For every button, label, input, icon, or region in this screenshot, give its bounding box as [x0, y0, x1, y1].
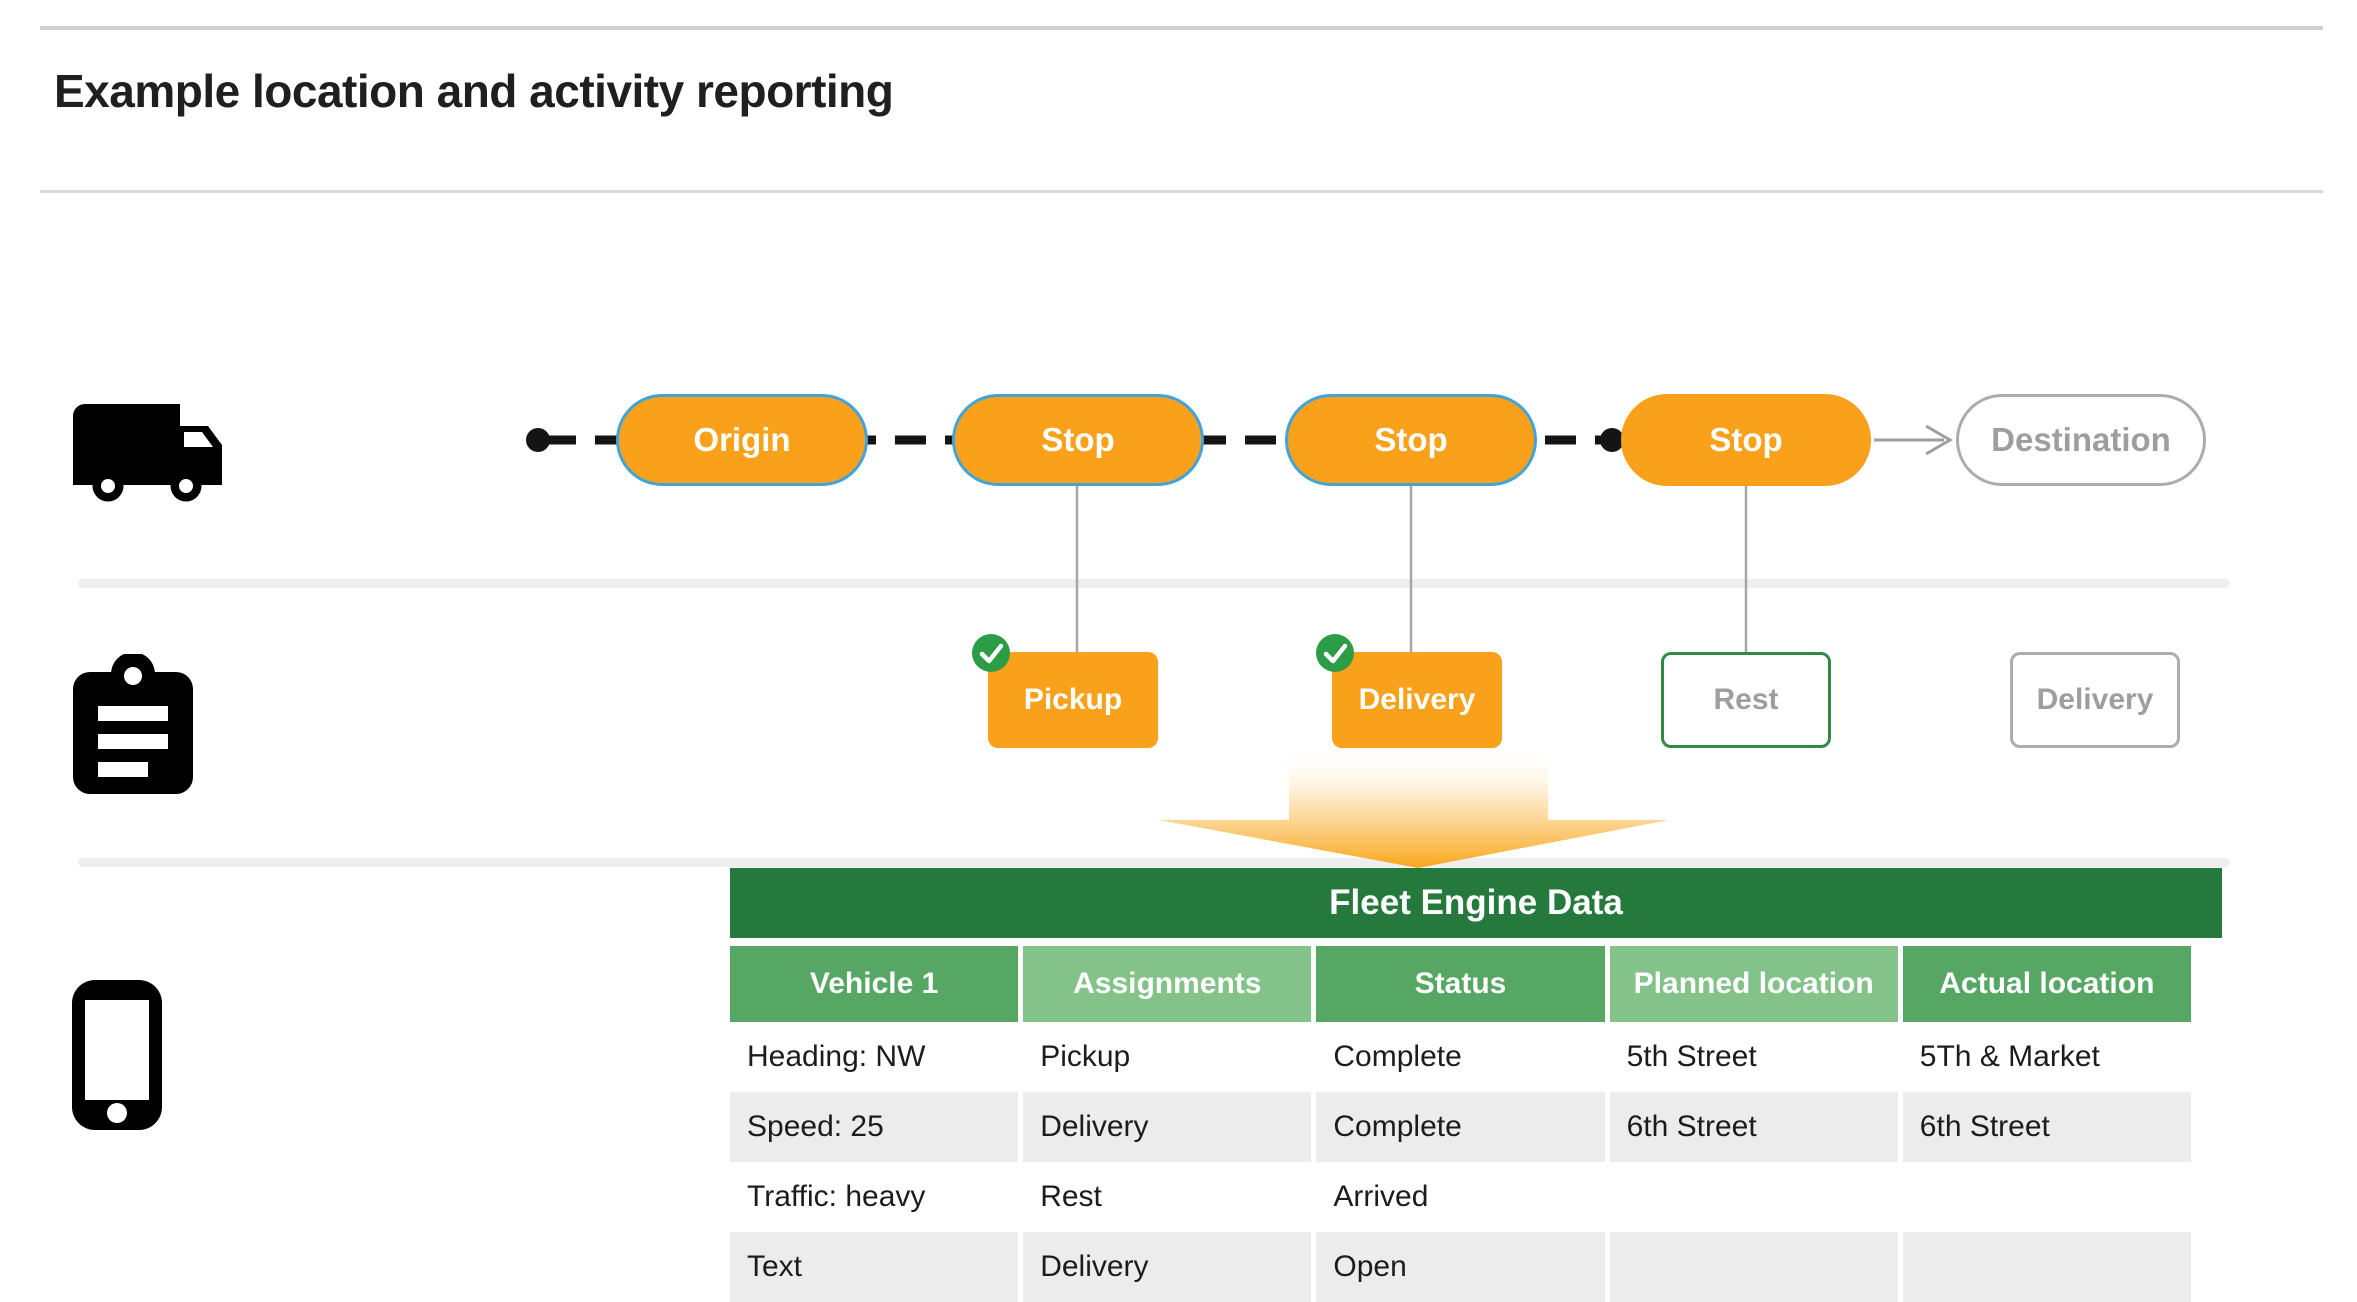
- section-divider-route-activity: [78, 579, 2230, 588]
- page-title: Example location and activity reporting: [54, 65, 894, 117]
- route-stop-label: Origin: [693, 421, 791, 458]
- route-stop-pill-origin: Origin: [616, 394, 868, 486]
- route-stop-label: Stop: [1041, 421, 1115, 458]
- clipboard-icon: [73, 654, 193, 794]
- cell: 6th Street: [1609, 1092, 1898, 1162]
- cell: Complete: [1316, 1022, 1605, 1092]
- table-row: Traffic: heavy Rest Arrived: [730, 1162, 2191, 1232]
- top-divider: [40, 26, 2323, 30]
- column-header-actual-location: Actual location: [1902, 946, 2191, 1022]
- route-stop-label: Destination: [1991, 421, 2171, 458]
- route-start-dot: [526, 428, 550, 452]
- destination-arrowhead: [1925, 424, 1953, 456]
- route-stop-pill-destination: Destination: [1956, 394, 2206, 486]
- route-stop-label: Stop: [1374, 421, 1448, 458]
- activity-label: Delivery: [1358, 683, 1476, 716]
- cell: Complete: [1316, 1092, 1605, 1162]
- section-divider-activity-table: [78, 858, 2230, 867]
- cell: Heading: NW: [730, 1022, 1019, 1092]
- column-header-planned-location: Planned location: [1609, 946, 1898, 1022]
- cell: [1609, 1162, 1898, 1232]
- cell: [1902, 1162, 2191, 1232]
- truck-icon: [73, 404, 222, 502]
- activity-label: Pickup: [1023, 683, 1123, 716]
- cell: 5th Street: [1609, 1022, 1898, 1092]
- activity-box-pickup: Pickup: [972, 634, 1158, 748]
- activity-box-rest: Rest: [1661, 652, 1831, 748]
- cell: Rest: [1023, 1162, 1312, 1232]
- cell: Text: [730, 1232, 1019, 1302]
- column-header-status: Status: [1316, 946, 1605, 1022]
- cell: 5Th & Market: [1902, 1022, 2191, 1092]
- activity-box-delivery-planned: Delivery: [2010, 652, 2180, 748]
- route-progress-dot: [1600, 428, 1624, 452]
- cell: Speed: 25: [730, 1092, 1019, 1162]
- check-icon: [1316, 634, 1354, 672]
- route-stop-pill-1: Stop: [952, 394, 1204, 486]
- title-divider: [40, 190, 2323, 193]
- cell: Open: [1316, 1232, 1605, 1302]
- activity-box-delivery: Delivery: [1316, 634, 1502, 748]
- activity-label: Rest: [1713, 683, 1779, 716]
- table-row: Heading: NW Pickup Complete 5th Street 5…: [730, 1022, 2191, 1092]
- cell: Pickup: [1023, 1022, 1312, 1092]
- phone-icon: [72, 980, 162, 1130]
- column-header-vehicle: Vehicle 1: [730, 946, 1019, 1022]
- activity-label: Delivery: [2036, 683, 2154, 716]
- route-stop-pill-3: Stop: [1621, 394, 1871, 486]
- cell: Delivery: [1023, 1232, 1312, 1302]
- table-row: Text Delivery Open: [730, 1232, 2191, 1302]
- cell: [1902, 1232, 2191, 1302]
- table-title-bar: Fleet Engine Data: [730, 868, 2222, 938]
- check-icon: [972, 634, 1010, 672]
- table-row: Speed: 25 Delivery Complete 6th Street 6…: [730, 1092, 2191, 1162]
- cell: Delivery: [1023, 1092, 1312, 1162]
- cell: Arrived: [1316, 1162, 1605, 1232]
- cell: Traffic: heavy: [730, 1162, 1019, 1232]
- cell: 6th Street: [1902, 1092, 2191, 1162]
- data-flow-arrow: [1159, 748, 1669, 868]
- table-title: Fleet Engine Data: [1329, 883, 1623, 922]
- table-body: Heading: NW Pickup Complete 5th Street 5…: [730, 1022, 2191, 1302]
- route-stop-label: Stop: [1709, 421, 1783, 458]
- route-stop-pill-2: Stop: [1285, 394, 1537, 486]
- cell: [1609, 1232, 1898, 1302]
- table-header-row: Vehicle 1 Assignments Status Planned loc…: [730, 946, 2191, 1022]
- column-header-assignments: Assignments: [1023, 946, 1312, 1022]
